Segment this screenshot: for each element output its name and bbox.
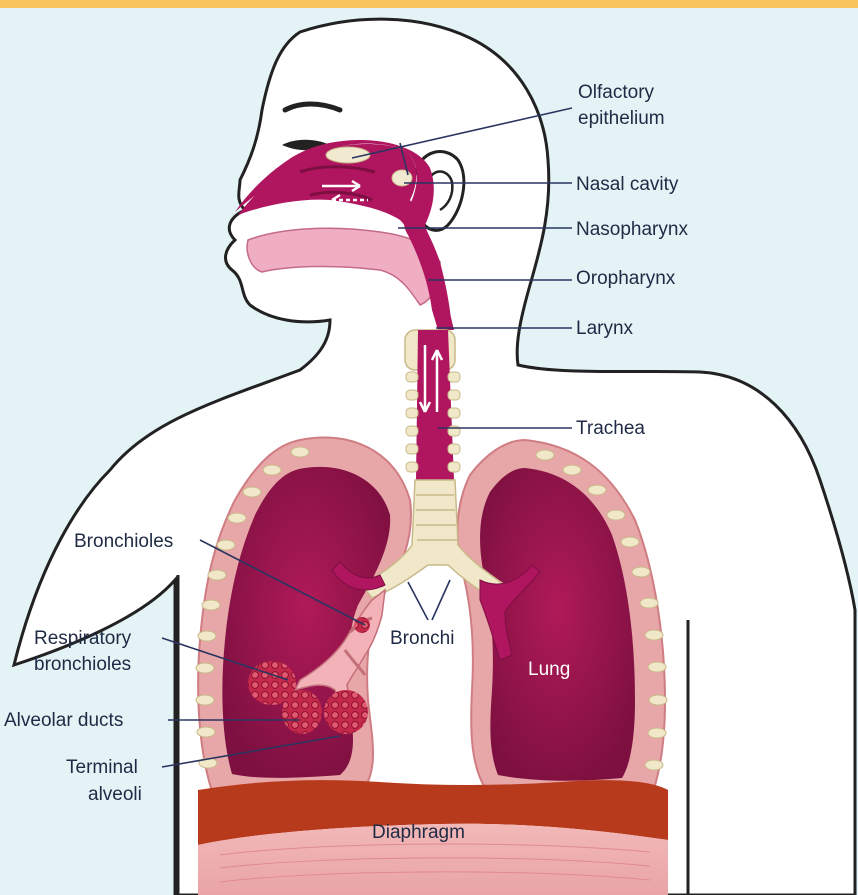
label-terminal-alveoli-line1: Terminal — [66, 757, 138, 778]
label-nasopharynx: Nasopharynx — [576, 219, 688, 240]
label-alveolar-ducts: Alveolar ducts — [4, 710, 123, 731]
label-terminal-alveoli-line2: alveoli — [88, 784, 142, 805]
label-resp-bronchioles-line2: bronchioles — [34, 654, 131, 675]
label-larynx: Larynx — [576, 318, 634, 339]
label-trachea: Trachea — [576, 418, 645, 439]
alveoli-cluster-4 — [354, 617, 370, 633]
label-olfactory-line2: epithelium — [578, 108, 665, 129]
alveoli-cluster-3 — [324, 690, 368, 734]
label-lung: Lung — [528, 659, 570, 680]
label-bronchi: Bronchi — [390, 628, 454, 649]
alveoli-cluster-2 — [282, 690, 322, 734]
label-bronchioles: Bronchioles — [74, 531, 173, 552]
label-nasal-cavity: Nasal cavity — [576, 174, 679, 195]
top-bar — [0, 0, 858, 8]
label-olfactory-line1: Olfactory — [578, 82, 655, 103]
label-oropharynx: Oropharynx — [576, 268, 676, 289]
label-diaphragm: Diaphragm — [372, 822, 465, 843]
label-resp-bronchioles-line1: Respiratory — [34, 628, 132, 649]
